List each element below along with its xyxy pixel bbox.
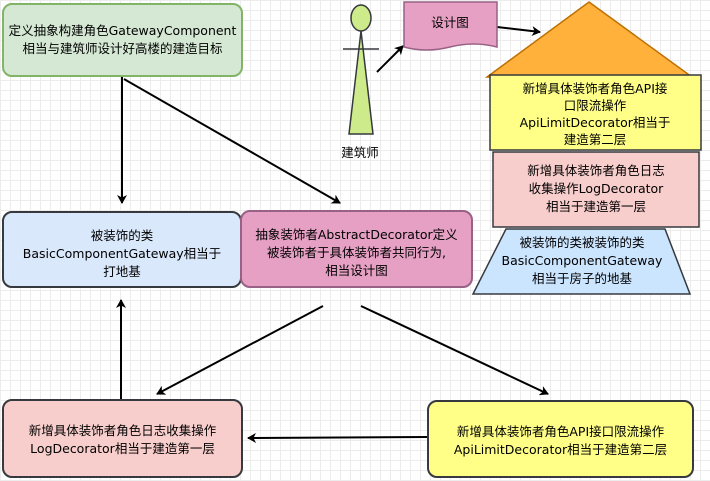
base-component-line-1: 被装饰的类 [91,228,154,243]
document-icon [403,1,498,51]
edge-decorator-to-api [360,305,549,396]
log-decorator-line-1: 新增具体装饰者角色日志收集操作 [29,423,217,438]
log-decorator-node[interactable]: 新增具体装饰者角色日志收集操作 LogDecorator相当于建造第一层 [2,399,243,478]
abstract-component-node[interactable]: 定义抽象构建角色GatewayComponent 相当与建筑师设计好高楼的建造目… [2,3,243,77]
api-limit-decorator-node[interactable]: 新增具体装饰者角色API接口限流操作 ApiLimitDecorator相当于建… [427,400,694,478]
edge-decorator-to-log [156,305,324,395]
foundation-line-1: 被装饰的类被装饰的类 [519,235,645,250]
floor-1-line-1: 新增具体装饰者角色日志 [527,163,665,178]
floor-2-line-3: ApiLimitDecorator相当于 [520,115,671,130]
abstract-decorator-line-3: 相当设计图 [325,263,388,278]
foundation-line-2: BasicComponentGateway [502,253,663,268]
abstract-decorator-node[interactable]: 抽象装饰者AbstractDecorator定义 被装饰者于具体装饰者共同行为,… [240,210,473,288]
floor-2-line-1: 新增具体装饰者角色API接 [523,81,668,96]
api-limit-decorator-line-1: 新增具体装饰者角色API接口限流操作 [457,424,665,439]
edge-design-to-building [496,26,541,37]
floor-1-line-3: 相当于建造第一层 [546,199,646,214]
foundation-line-3: 相当于房子的地基 [532,271,633,286]
api-limit-decorator-line-2: ApiLimitDecorator相当于建造第二层 [454,442,667,457]
edge-abstract-to-decorator [123,78,341,204]
log-decorator-line-2: LogDecorator相当于建造第一层 [30,441,215,456]
base-component-node[interactable]: 被装饰的类 BasicComponentGateway相当于 打地基 [2,211,242,288]
abstract-component-line-2: 相当与建筑师设计好高楼的建造目标 [22,41,222,56]
building-foundation[interactable]: 被装饰的类被装饰的类 BasicComponentGateway 相当于房子的地… [471,228,692,295]
abstract-component-line-1: 定义抽象构建角色GatewayComponent [9,23,237,38]
floor-1-line-2: 收集操作LogDecorator [529,181,665,196]
building-illustration: 新增具体装饰者角色API接 口限流操作 ApiLimitDecorator相当于… [471,1,702,295]
floor-2-line-4: 建造第二层 [564,132,627,147]
floor-2-line-2: 口限流操作 [564,98,627,113]
edge-api-to-log [247,432,428,443]
design-doc-label: 设计图 [431,15,469,30]
base-component-line-3: 打地基 [103,264,141,279]
connectors [116,26,549,443]
edge-architect-to-design [376,45,404,73]
architect-actor[interactable]: 建筑师 [341,4,379,160]
abstract-decorator-line-2: 被装饰者于具体装饰者共同行为, [267,245,446,260]
house-roof-icon [484,1,695,78]
base-component-line-2: BasicComponentGateway相当于 [23,246,221,261]
abstract-decorator-line-1: 抽象装饰者AbstractDecorator定义 [255,227,458,242]
building-floor-2[interactable]: 新增具体装饰者角色API接 口限流操作 ApiLimitDecorator相当于… [489,74,702,151]
design-doc-node[interactable]: 设计图 [403,1,498,51]
architect-label: 建筑师 [341,145,379,160]
architect-figure-icon [343,4,379,135]
building-floor-1[interactable]: 新增具体装饰者角色日志 收集操作LogDecorator 相当于建造第一层 [492,151,700,228]
